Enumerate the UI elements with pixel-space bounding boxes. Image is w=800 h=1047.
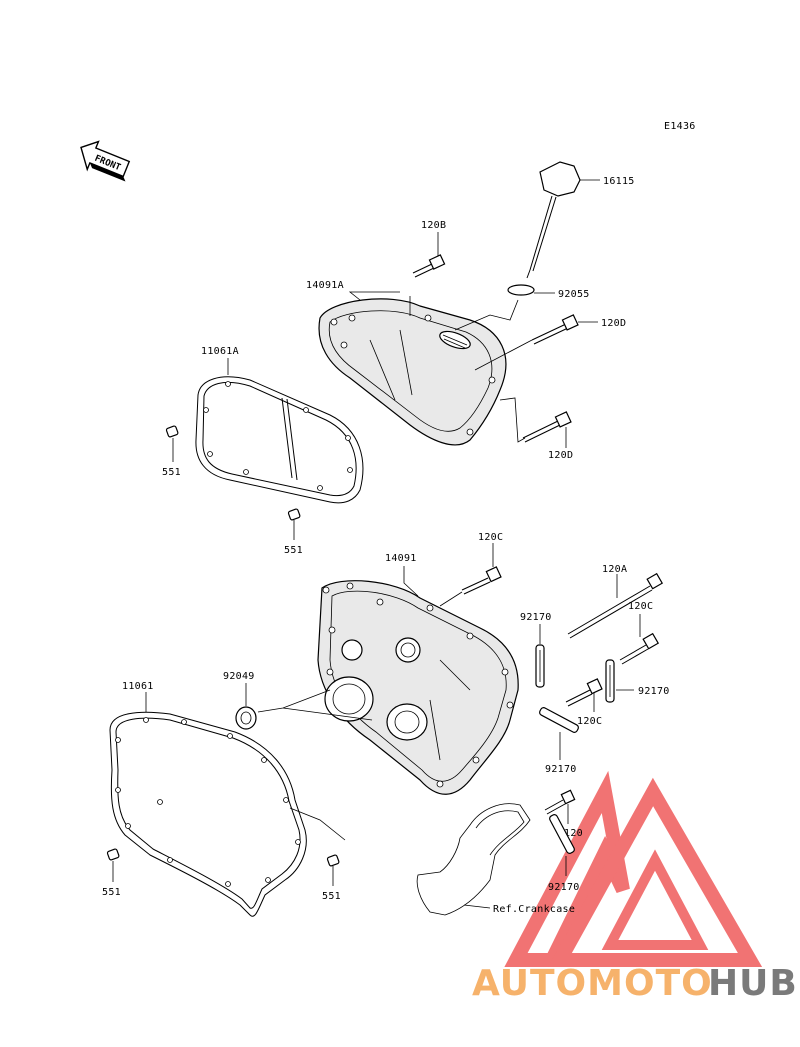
dowel-551-b bbox=[287, 508, 301, 521]
diagram-code: E1436 bbox=[664, 121, 696, 132]
wordmark-part2: HUB bbox=[708, 963, 798, 1004]
label-120B: 120B bbox=[421, 220, 446, 231]
clutch-cover-14091 bbox=[317, 580, 519, 795]
label-120: 120 bbox=[564, 828, 583, 839]
label-120D-bottom: 120D bbox=[548, 450, 573, 461]
label-92170-a: 92170 bbox=[520, 612, 552, 623]
label-551-c: 551 bbox=[102, 887, 121, 898]
label-11061A: 11061A bbox=[201, 346, 239, 357]
plate-92170-d bbox=[549, 814, 575, 854]
label-120A: 120A bbox=[602, 564, 627, 575]
label-14091: 14091 bbox=[385, 553, 417, 564]
label-120C-top: 120C bbox=[478, 532, 503, 543]
label-92049: 92049 bbox=[223, 671, 255, 682]
label-11061: 11061 bbox=[122, 681, 154, 692]
label-92170-c: 92170 bbox=[545, 764, 577, 775]
label-14091A: 14091A bbox=[306, 280, 344, 291]
bolt-120A bbox=[567, 572, 664, 639]
bolt-120 bbox=[544, 789, 576, 815]
dowel-551-c bbox=[106, 848, 120, 861]
automotohub-wordmark: AUTOMOTO HUB bbox=[472, 963, 798, 1004]
dowel-551-d bbox=[326, 854, 340, 867]
bolt-120D-top bbox=[531, 314, 579, 345]
dipstick-16115 bbox=[526, 161, 581, 279]
bolt-120C-right bbox=[619, 632, 660, 665]
bolt-120D-bottom bbox=[522, 411, 572, 443]
bolt-120C-top bbox=[461, 566, 502, 595]
label-551-b: 551 bbox=[284, 545, 303, 556]
outer-cover-14091A bbox=[318, 298, 507, 446]
automotohub-logo bbox=[504, 770, 763, 967]
label-120D-top: 120D bbox=[601, 318, 626, 329]
label-120C-low: 120C bbox=[577, 716, 602, 727]
label-16115: 16115 bbox=[603, 176, 635, 187]
label-ref-crankcase: Ref.Crankcase bbox=[493, 904, 575, 915]
label-92055: 92055 bbox=[558, 289, 590, 300]
gasket-11061 bbox=[109, 711, 307, 917]
crankcase-ref-outline bbox=[416, 803, 531, 916]
dowel-551-a bbox=[165, 425, 179, 438]
plate-92170-a bbox=[535, 644, 545, 688]
bolt-120B bbox=[412, 254, 446, 278]
plate-92170-b bbox=[605, 659, 615, 703]
bolt-120C-low bbox=[565, 678, 603, 707]
label-120C-right: 120C bbox=[628, 601, 653, 612]
seal-92049 bbox=[235, 706, 257, 730]
gasket-11061A bbox=[195, 376, 364, 504]
label-551-d: 551 bbox=[322, 891, 341, 902]
label-92170-d: 92170 bbox=[548, 882, 580, 893]
front-arrow-icon: FRONT bbox=[80, 140, 131, 182]
wordmark-part1: AUTOMOTO bbox=[472, 963, 713, 1004]
label-92170-b: 92170 bbox=[638, 686, 670, 697]
plate-92170-c bbox=[539, 707, 579, 733]
label-551-a: 551 bbox=[162, 467, 181, 478]
o-ring-92055 bbox=[507, 284, 535, 296]
